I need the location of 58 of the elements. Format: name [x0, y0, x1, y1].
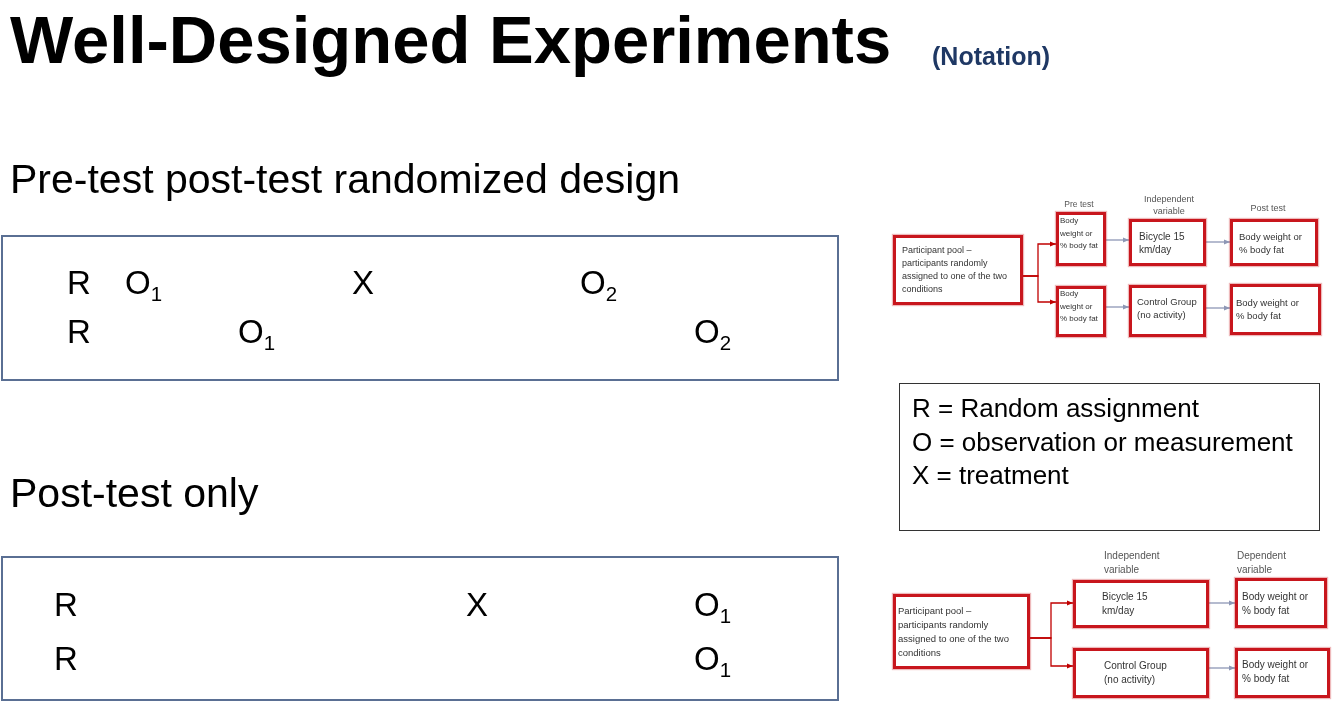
notation-symbol: R	[54, 642, 78, 675]
box-text: Participant pool – participants randomly assigned to one of the two conditions	[898, 604, 1010, 660]
process-box	[893, 235, 1023, 305]
notation-panel	[1, 235, 839, 381]
notation-symbol: R	[54, 588, 78, 621]
notation-symbol: O$_{2}$	[580, 266, 618, 299]
process-box	[1073, 580, 1209, 628]
arrow	[1029, 637, 1074, 669]
box-text: Body weight or % body fat	[1060, 288, 1099, 325]
process-box	[1073, 648, 1209, 698]
box-text: Body weight or % body fat	[1242, 658, 1310, 685]
notation-symbol: R	[67, 315, 91, 348]
column-heading: Independent variable	[1142, 193, 1196, 217]
arrow	[1022, 275, 1057, 305]
key-panel	[899, 383, 1320, 531]
column-heading: Dependent variable	[1237, 549, 1287, 577]
column-heading: Post test	[1249, 203, 1287, 213]
key-entry: R = Random assignment	[912, 395, 1199, 421]
process-box	[1235, 578, 1327, 628]
column-heading: Pre test	[1063, 199, 1095, 209]
arrow	[1208, 600, 1236, 606]
notation-panel	[1, 556, 839, 701]
box-text: Body weight or % body fat	[1236, 296, 1300, 322]
notation-symbol: O$_{1}$	[694, 588, 732, 621]
process-box	[1235, 648, 1330, 698]
box-text: Participant pool – participants randomly assigned to one of the two conditions	[902, 244, 1009, 296]
section-heading: Post-test only	[10, 473, 259, 514]
process-box	[893, 594, 1030, 669]
notation-symbol: O$_{1}$	[694, 642, 732, 675]
process-box	[1230, 284, 1321, 335]
notation-symbol: X	[352, 266, 374, 299]
box-text: Control Group (no activity)	[1104, 659, 1168, 687]
process-box	[1230, 219, 1318, 266]
notation-symbol: O$_{1}$	[125, 266, 163, 299]
process-box	[1129, 219, 1206, 266]
key-entry: O = observation or measurement	[912, 429, 1293, 455]
arrow	[1205, 239, 1231, 245]
box-text: Bicycle 15 km/day	[1139, 230, 1186, 256]
notation-symbol: R	[67, 266, 91, 299]
key-entry: X = treatment	[912, 462, 1069, 488]
box-text: Bicycle 15 km/day	[1102, 590, 1149, 618]
box-text: Body weight or % body fat	[1060, 215, 1099, 252]
notation-symbol: O$_{1}$	[238, 315, 276, 348]
box-text: Body weight or % body fat	[1242, 590, 1310, 618]
arrow	[1105, 304, 1130, 310]
arrow	[1105, 237, 1130, 243]
arrow	[1208, 665, 1236, 671]
process-box	[1056, 212, 1106, 266]
section-heading: Pre-test post-test randomized design	[10, 159, 680, 200]
process-box	[1056, 286, 1106, 337]
notation-symbol: X	[466, 588, 488, 621]
box-text: Body weight or % body fat	[1239, 230, 1303, 256]
process-box	[1129, 285, 1206, 337]
column-heading: Independent variable	[1104, 549, 1161, 577]
arrow	[1205, 305, 1231, 311]
subtitle: (Notation)	[932, 44, 1051, 69]
box-text: Control Group (no activity)	[1137, 295, 1198, 321]
notation-symbol: O$_{2}$	[694, 315, 732, 348]
